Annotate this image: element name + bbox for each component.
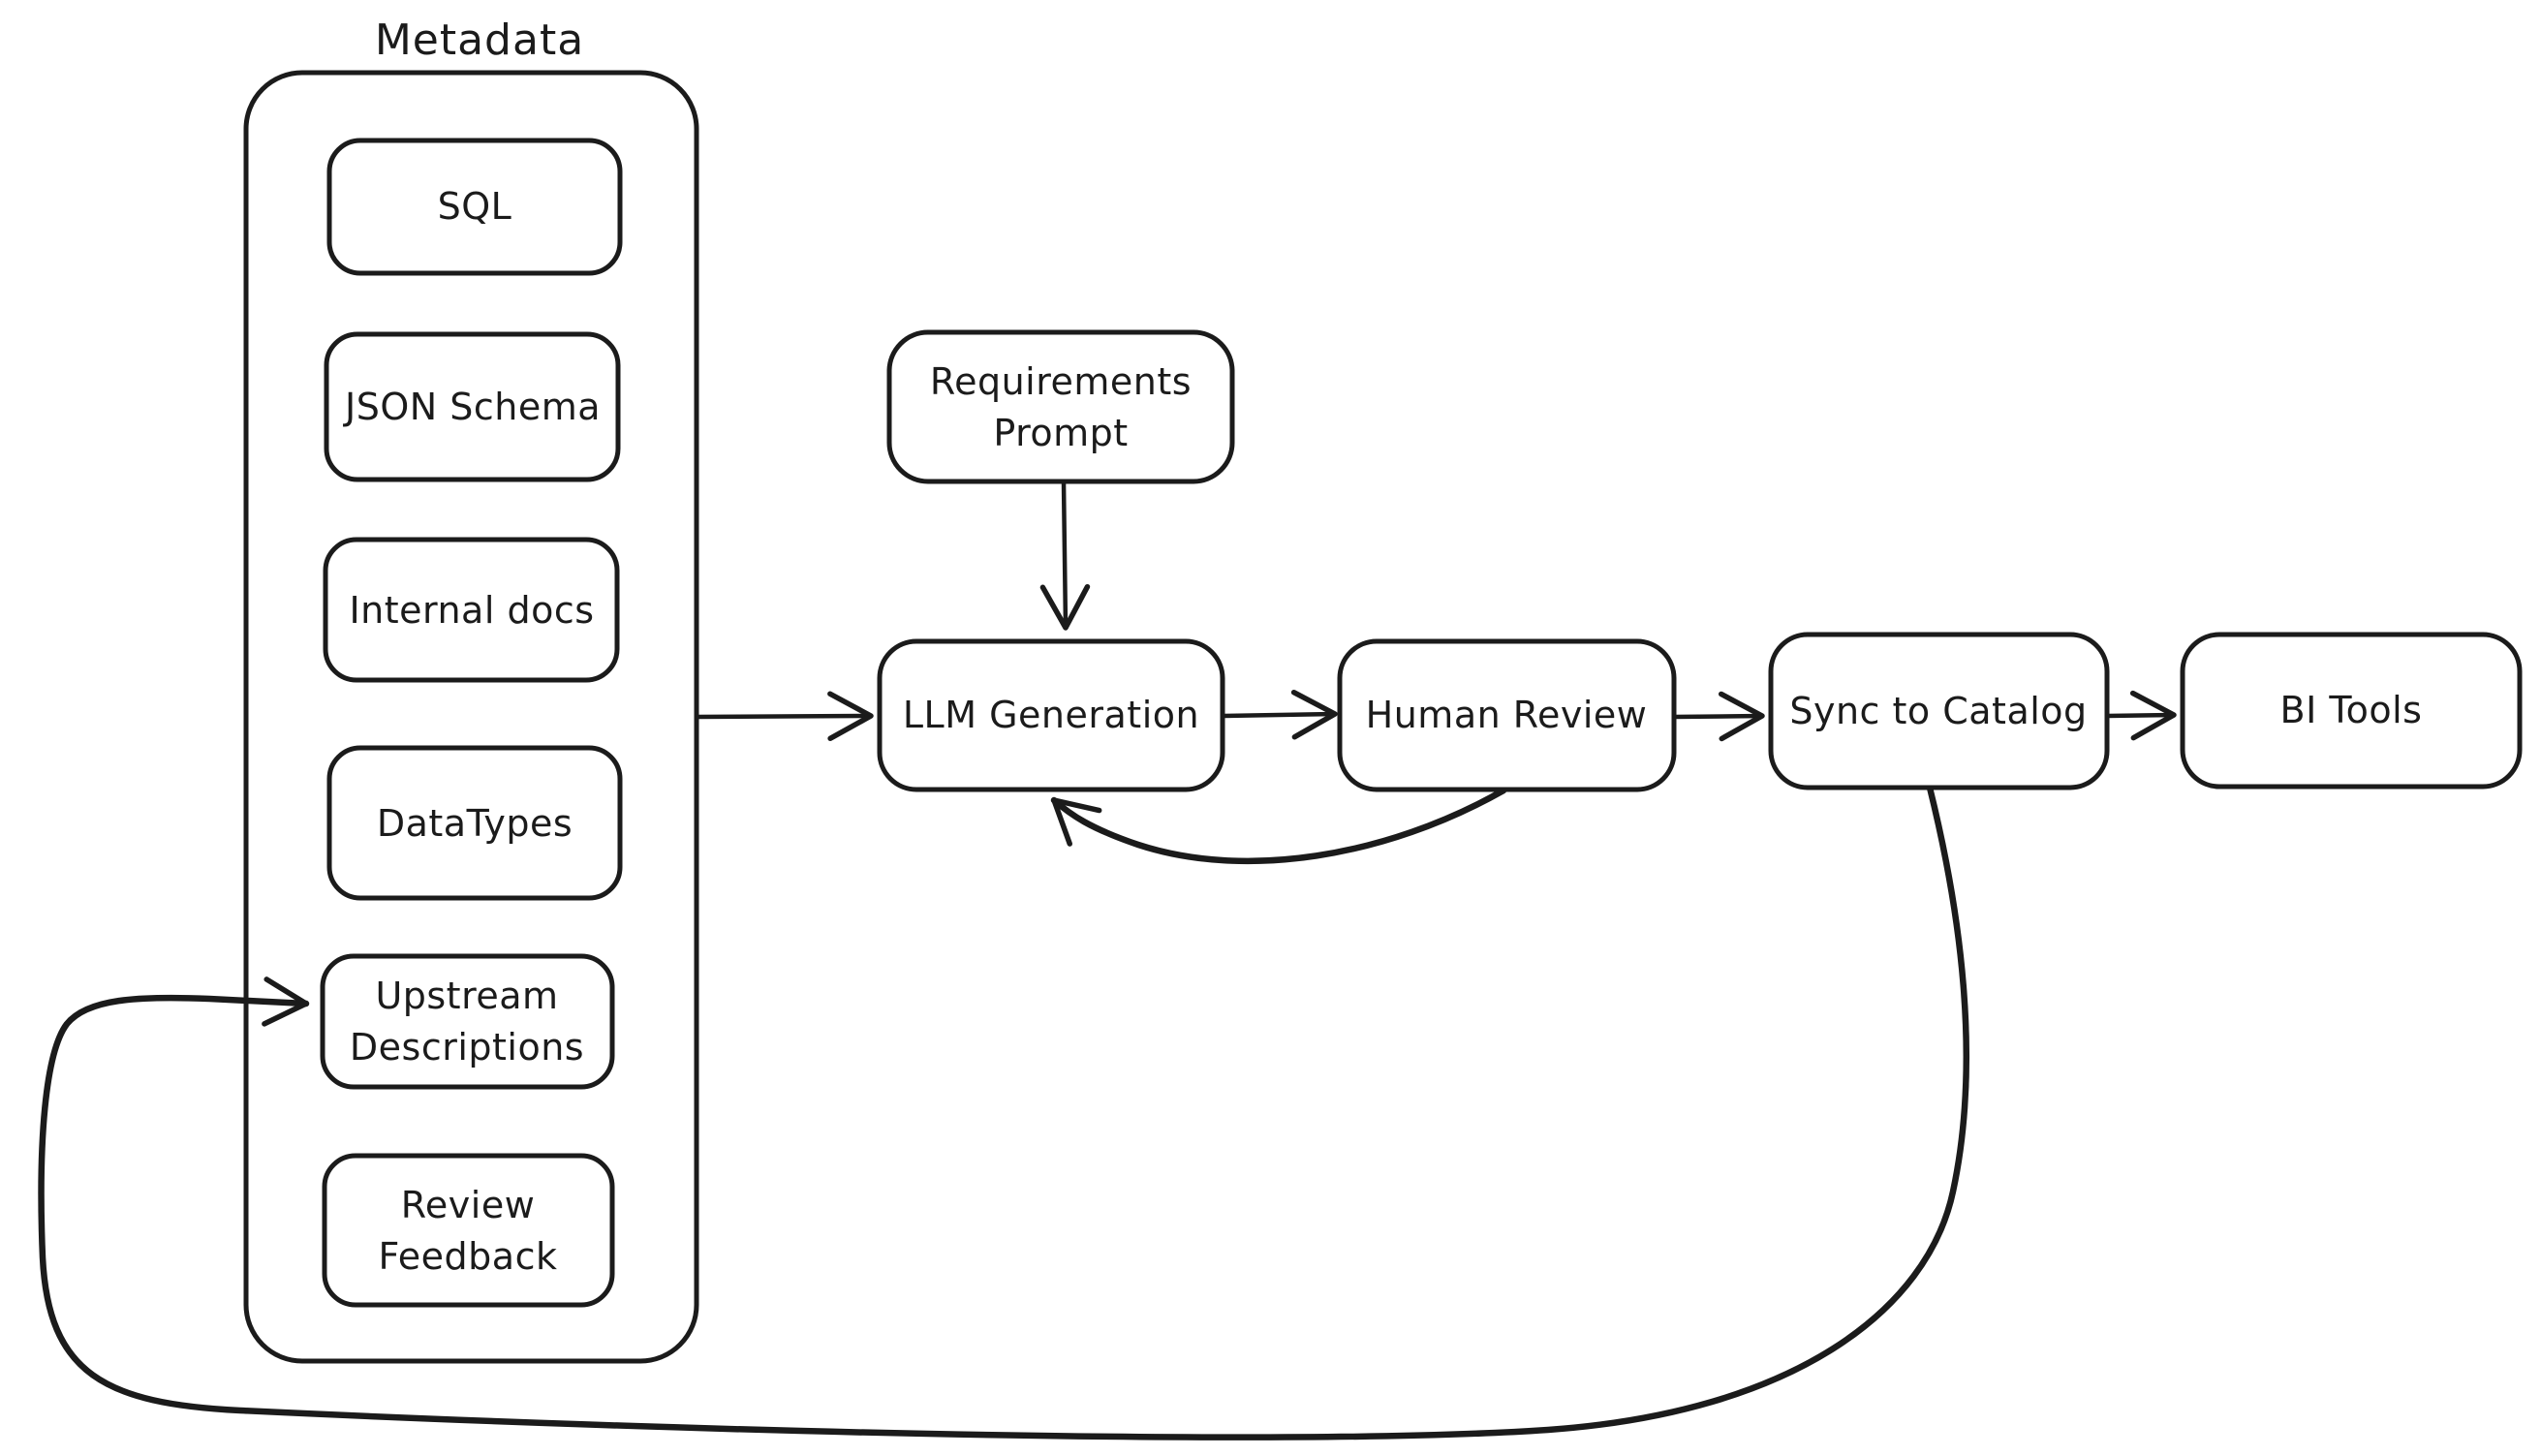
node-datatypes-label: DataTypes [377,802,573,845]
node-requirements-prompt: Requirements Prompt [886,329,1235,484]
edge-human-review-feedback-to-llm-generation [1050,787,1507,865]
node-upstream-descriptions-box [320,953,615,1090]
node-review-feedback-box [322,1153,615,1308]
node-bi-tools: BI Tools [2180,632,2523,790]
edge-requirements-prompt-to-llm-generation [1039,479,1091,631]
node-sync-to-catalog: Sync to Catalog [1768,632,2110,790]
node-human-review-label: Human Review [1366,694,1648,736]
edge-metadata-to-llm-generation [694,691,874,741]
node-bi-tools-box [2180,632,2523,790]
node-json-schema-label: JSON Schema [343,386,601,428]
node-review-feedback-label-line2: Feedback [379,1235,558,1278]
edge-human-review-to-sync-to-catalog [1671,691,1765,742]
node-upstream-descriptions-label-line2: Descriptions [350,1026,584,1069]
edge-llm-generation-to-human-review [1220,689,1338,740]
metadata-group-label: Metadata [375,15,584,65]
node-requirements-prompt-label-line2: Prompt [993,412,1128,454]
node-json-schema-box [324,331,621,482]
node-sql-box [326,138,623,276]
node-review-feedback-label-line1: Review [401,1184,536,1226]
node-sql-label: SQL [438,185,512,228]
node-llm-generation-box [877,638,1225,792]
node-requirements-prompt-box [886,329,1235,484]
node-upstream-descriptions-label-line1: Upstream [375,975,558,1017]
node-internal-docs-label: Internal docs [349,589,594,632]
node-llm-generation: LLM Generation [877,638,1225,792]
node-sync-to-catalog-label: Sync to Catalog [1789,690,2087,732]
node-human-review: Human Review [1337,638,1677,792]
node-datatypes-box [326,745,623,901]
edge-sync-to-catalog-to-bi-tools [2104,690,2177,741]
node-human-review-box [1337,638,1677,792]
edge-sync-to-catalog-loop-to-upstream-descriptions [38,784,1970,1441]
metadata-group: Metadata SQL JSON Schema Internal docs D… [243,15,699,1364]
node-llm-generation-label: LLM Generation [903,694,1199,736]
node-bi-tools-label: BI Tools [2280,689,2423,731]
edges-layer [38,479,2177,1441]
node-internal-docs-box [323,537,620,683]
metadata-container [243,70,699,1364]
node-sql: SQL [326,138,623,276]
node-json-schema: JSON Schema [324,331,621,482]
node-sync-to-catalog-box [1768,632,2110,790]
node-upstream-descriptions: Upstream Descriptions [320,953,615,1090]
node-requirements-prompt-label-line1: Requirements [930,360,1192,403]
node-review-feedback: Review Feedback [322,1153,615,1308]
node-internal-docs: Internal docs [323,537,620,683]
node-datatypes: DataTypes [326,745,623,901]
